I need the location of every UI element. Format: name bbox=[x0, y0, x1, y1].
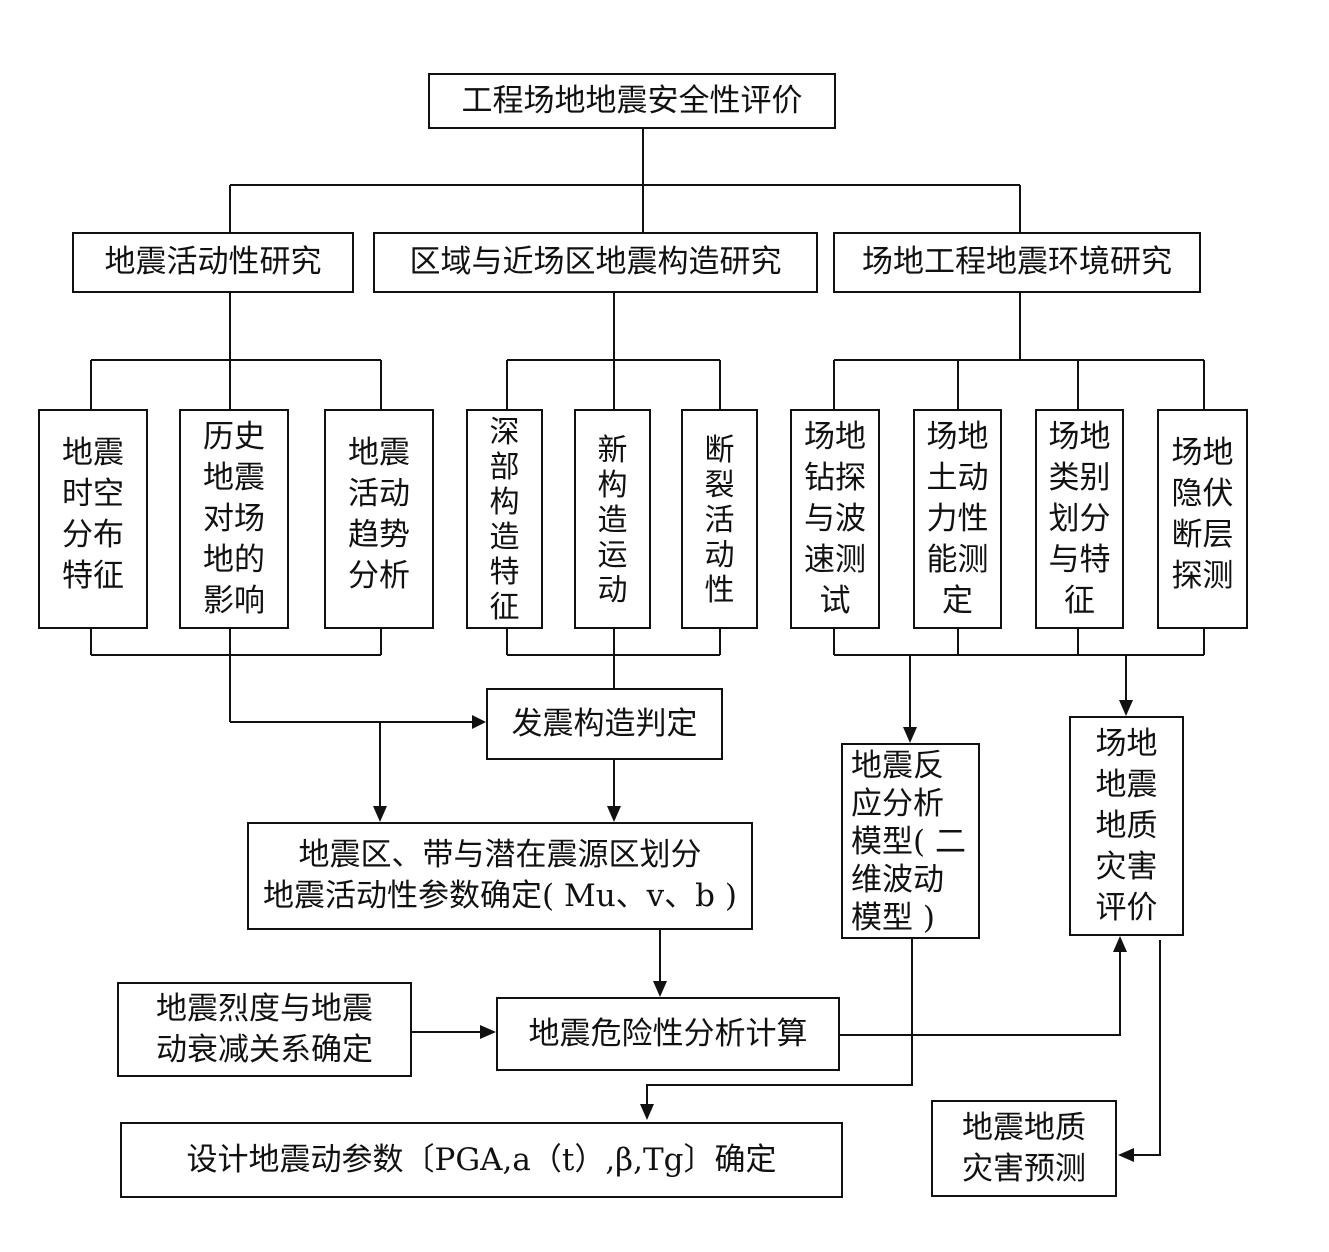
deep-structure: 深 部 构 造 特 征 bbox=[466, 409, 543, 629]
soil-dynamic-properties: 场地 土动 力性 能测 定 bbox=[913, 409, 1002, 629]
intensity-attenuation: 地震烈度与地震 动衰减关系确定 bbox=[117, 982, 412, 1077]
activity-trend-analysis: 地震 活动 趋势 分析 bbox=[324, 409, 434, 629]
geologic-hazard-evaluation: 场地 地震 地质 灾害 评价 bbox=[1069, 716, 1184, 936]
neotectonic-movement: 新 构 造 运 动 bbox=[574, 409, 651, 629]
fault-activity: 断 裂 活 动 性 bbox=[681, 409, 758, 629]
hazard-analysis-calculation: 地震危险性分析计算 bbox=[496, 997, 840, 1071]
regional-tectonics-study: 区域与近场区地震构造研究 bbox=[373, 232, 818, 293]
seismicity-study: 地震活动性研究 bbox=[72, 232, 354, 293]
root-safety-evaluation: 工程场地地震安全性评价 bbox=[428, 73, 836, 129]
historical-earthquake-impact: 历史 地震 对场 地的 影响 bbox=[179, 409, 289, 629]
drilling-wave-velocity-test: 场地 钻探 与波 速测 试 bbox=[790, 409, 880, 629]
geologic-hazard-prediction: 地震地质 灾害预测 bbox=[931, 1100, 1117, 1197]
spatiotemporal-distribution: 地震 时空 分布 特征 bbox=[38, 409, 148, 629]
site-classification: 场地 类别 划分 与特 征 bbox=[1035, 409, 1124, 629]
source-zoning-parameters: 地震区、带与潜在震源区划分 地震活动性参数确定( Mu、v、b ) bbox=[247, 822, 753, 930]
hidden-fault-detection: 场地 隐伏 断层 探测 bbox=[1157, 409, 1248, 629]
design-ground-motion-parameters: 设计地震动参数〔PGA,a（t）,β,Tg〕确定 bbox=[120, 1122, 843, 1198]
response-analysis-model: 地震反 应分析 模型( 二 维波动 模型 ) bbox=[841, 743, 980, 939]
seismogenic-structure: 发震构造判定 bbox=[486, 688, 723, 760]
site-environment-study: 场地工程地震环境研究 bbox=[833, 232, 1201, 293]
